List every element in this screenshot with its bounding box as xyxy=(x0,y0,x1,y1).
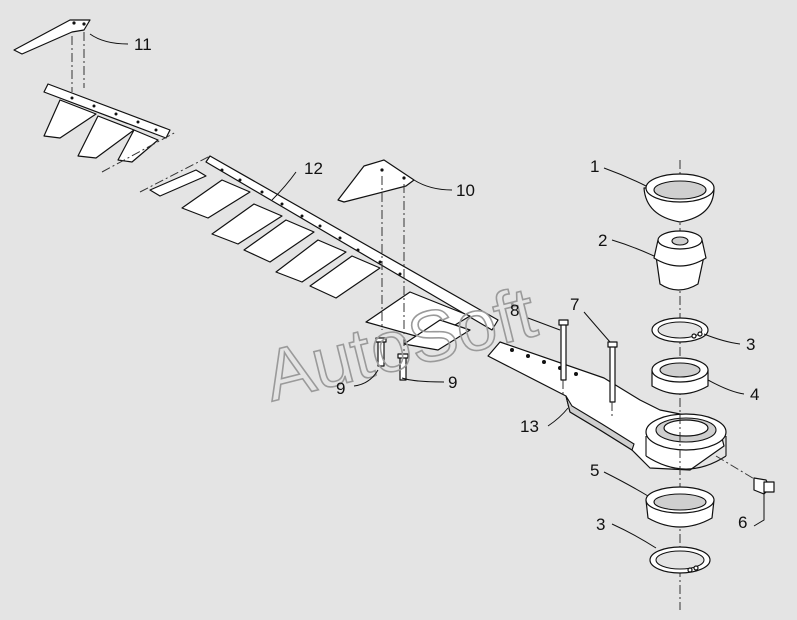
leader-lines xyxy=(89,33,765,549)
part-12-knife-bar xyxy=(139,155,499,351)
part-5-lower-cap xyxy=(645,486,715,528)
callout-9-right: 9 xyxy=(448,373,457,392)
knife-bar-upper-segment xyxy=(43,83,177,173)
part-11-guard-plate xyxy=(13,19,91,92)
part-3-snap-ring-upper xyxy=(651,317,709,343)
callout-1: 1 xyxy=(590,157,599,176)
callout-11: 11 xyxy=(134,35,152,54)
callout-10: 10 xyxy=(456,181,475,200)
callout-3-lower: 3 xyxy=(596,515,605,534)
part-6-grease-nipple xyxy=(715,455,775,495)
callout-12: 12 xyxy=(304,159,323,178)
part-4-bearing xyxy=(651,357,709,395)
part-9-bolts xyxy=(375,337,409,381)
callout-6: 6 xyxy=(738,513,747,532)
callout-3-upper: 3 xyxy=(746,335,755,354)
callout-labels: 11 12 10 9 9 8 7 13 1 2 3 4 5 3 6 xyxy=(134,35,759,534)
callout-9-left: 9 xyxy=(336,379,345,398)
part-8-pin xyxy=(558,319,569,396)
callout-5: 5 xyxy=(590,461,599,480)
callout-2: 2 xyxy=(598,231,607,250)
part-7-pin xyxy=(607,341,618,416)
callout-8: 8 xyxy=(510,301,519,320)
part-10-guard-plate xyxy=(337,159,415,364)
watermark-text: AutoSoft xyxy=(256,272,543,416)
part-3-snap-ring-lower xyxy=(649,546,711,574)
part-1-cap xyxy=(643,173,715,223)
callout-7: 7 xyxy=(570,295,579,314)
callout-13: 13 xyxy=(520,417,539,436)
callout-4: 4 xyxy=(750,385,759,404)
part-13-knife-head-arm xyxy=(487,341,727,471)
part-2-bushing xyxy=(653,230,707,291)
